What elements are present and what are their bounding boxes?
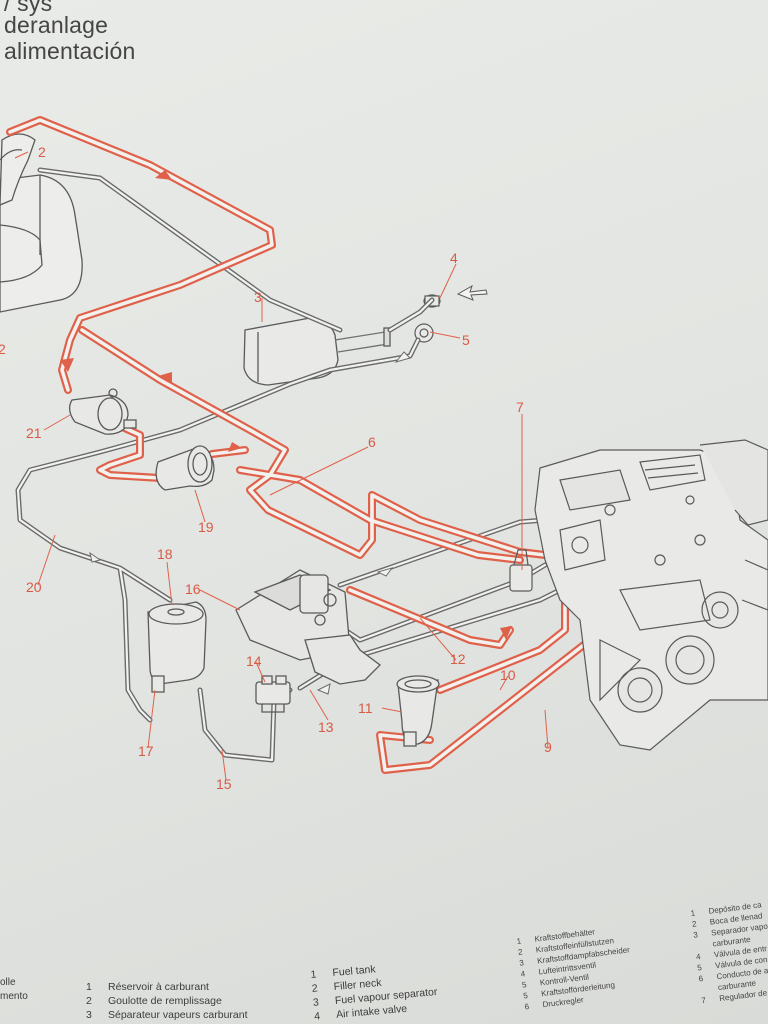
air-flow-arrow <box>456 284 488 301</box>
callout-12: 12 <box>450 651 466 667</box>
legend-num: 1 <box>86 981 92 993</box>
callout-13: 13 <box>318 719 334 735</box>
charcoal-canister <box>147 601 207 693</box>
fuel-lines <box>6 116 609 774</box>
legend-partial-line: olle <box>0 977 16 988</box>
legend-partial-line: mento <box>0 991 28 1002</box>
pressure-damper <box>396 675 440 747</box>
callout-21: 21 <box>26 425 42 441</box>
engine-block <box>534 439 768 751</box>
pressure-regulator <box>509 549 533 592</box>
fuel-pump <box>155 445 215 491</box>
check-valve <box>414 323 434 343</box>
callout-16: 16 <box>185 581 201 597</box>
callout-17: 17 <box>138 743 154 759</box>
legend-num: 6 <box>524 1001 530 1012</box>
legend-text: Réservoir à carburant <box>108 981 209 993</box>
solenoid-valve <box>255 675 291 713</box>
legend-num: 3 <box>86 1009 92 1021</box>
legend-num: 4 <box>313 1010 321 1023</box>
page-title-line-1: / sys <box>4 0 53 16</box>
legend-row: 2 Goulotte de remplissage <box>86 994 248 1008</box>
air-intake-housing <box>235 569 381 685</box>
legend-french: 1 Réservoir à carburant 2 Goulotte de remp… <box>86 980 248 1022</box>
callout-19: 19 <box>198 519 214 535</box>
callout-2-lower: 2 <box>0 341 6 357</box>
legend-num: 7 <box>700 995 707 1006</box>
callout-9: 9 <box>544 739 552 755</box>
callout-7: 7 <box>516 399 524 415</box>
callout-3: 3 <box>254 289 262 305</box>
page-title-line-3: alimentación <box>4 38 136 64</box>
callout-11: 11 <box>358 700 373 716</box>
callout-15: 15 <box>216 776 232 792</box>
page-title-line-2: deranlage <box>4 12 109 38</box>
filler-neck <box>0 133 36 206</box>
legend-row: 3 Séparateur vapeurs carburant <box>86 1008 248 1022</box>
callout-18: 18 <box>157 546 173 562</box>
fuel-filter <box>68 388 137 435</box>
legend-num: 2 <box>86 995 92 1007</box>
flow-arrows <box>60 170 512 640</box>
callout-14: 14 <box>246 653 262 669</box>
legend-row: 1 Réservoir à carburant <box>86 980 248 994</box>
callout-10: 10 <box>500 667 516 683</box>
fuel-tank <box>0 174 83 313</box>
callout-5: 5 <box>462 332 470 348</box>
callout-4: 4 <box>450 250 458 266</box>
callout-2: 2 <box>38 144 46 160</box>
callout-20: 20 <box>26 579 42 595</box>
leader-lines <box>14 151 549 781</box>
legend-partial-left: olle mento <box>0 976 28 1004</box>
legend-text: Goulotte de remplissage <box>108 995 222 1007</box>
callout-6: 6 <box>368 434 376 450</box>
legend-text: Séparateur vapeurs carburant <box>108 1009 248 1021</box>
